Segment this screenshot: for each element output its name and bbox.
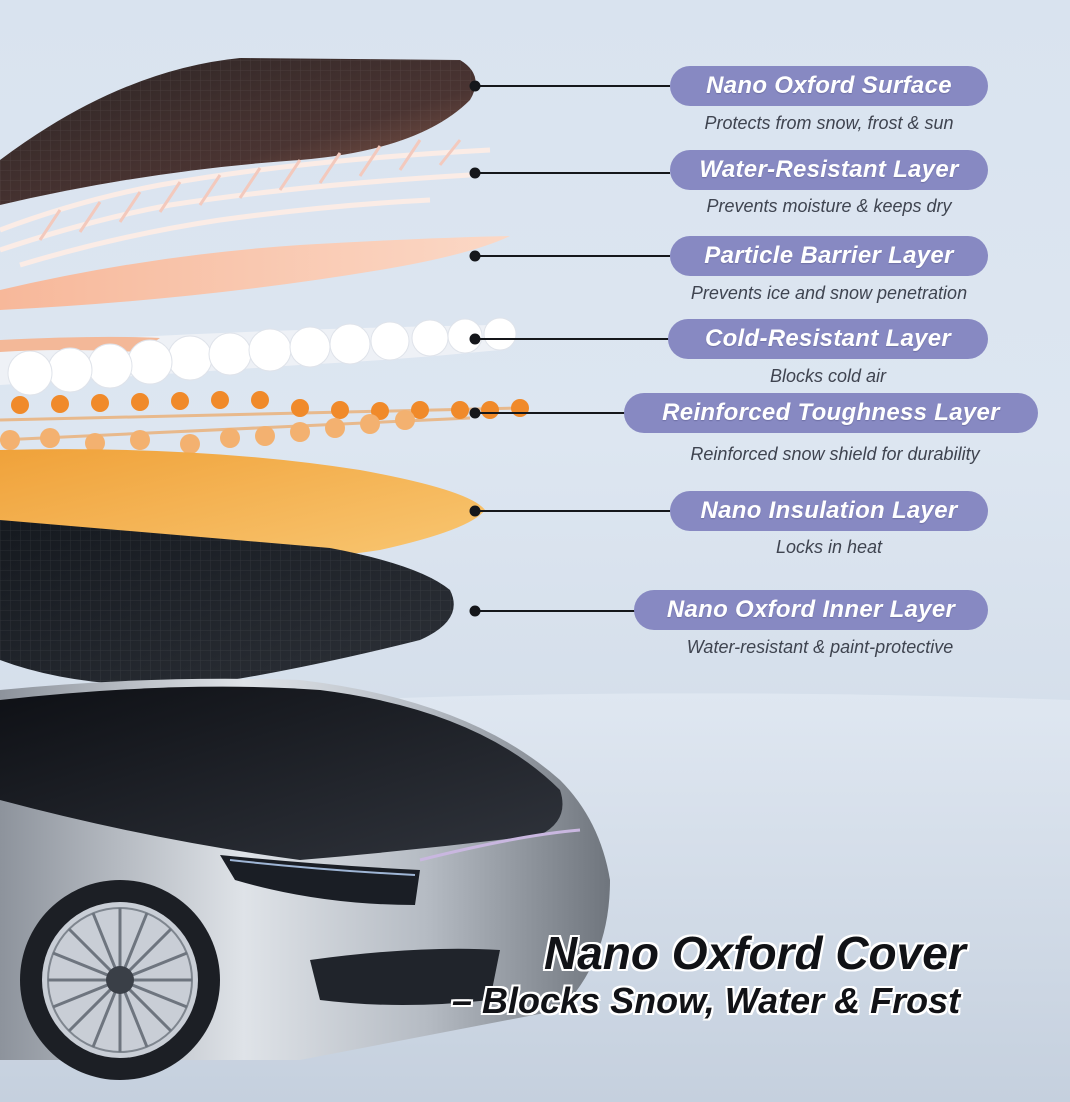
layer-desc-nano-insulation: Locks in heat: [775, 537, 883, 557]
layer-desc-water-resistant: Prevents moisture & keeps dry: [706, 196, 952, 216]
headline-line2: – Blocks Snow, Water & Frost: [452, 980, 961, 1021]
connector-lines: [469, 80, 670, 617]
reinforced-bead-layer: [0, 391, 529, 454]
layer-desc-particle-barrier: Prevents ice and snow penetration: [690, 283, 968, 303]
particle-barrier-layer: [0, 236, 510, 310]
cold-resistant-layer: [0, 317, 517, 396]
layer-title-nano-oxford-surface: Nano Oxford Surface: [670, 66, 988, 106]
layer-title-cold-resistant: Cold-Resistant Layer: [668, 319, 988, 359]
layer-desc-reinforced-toughness: Reinforced snow shield for durability: [690, 444, 980, 464]
layer-title-water-resistant: Water-Resistant Layer: [670, 150, 988, 190]
car-illustration: [0, 678, 610, 1080]
layer-desc-nano-oxford-surface: Protects from snow, frost & sun: [704, 113, 954, 133]
layer-desc-nano-oxford-inner: Water-resistant & paint-protective: [686, 637, 954, 657]
layer-desc-cold-resistant: Blocks cold air: [769, 366, 887, 386]
headline-line1: Nano Oxford Cover: [544, 927, 966, 979]
layer-title-particle-barrier: Particle Barrier Layer: [670, 236, 988, 276]
layer-title-reinforced-toughness: Reinforced Toughness Layer: [624, 393, 1038, 433]
layer-title-nano-oxford-inner: Nano Oxford Inner Layer: [634, 590, 988, 630]
layer-title-nano-insulation: Nano Insulation Layer: [670, 491, 988, 531]
mesh-layer: [0, 147, 491, 268]
